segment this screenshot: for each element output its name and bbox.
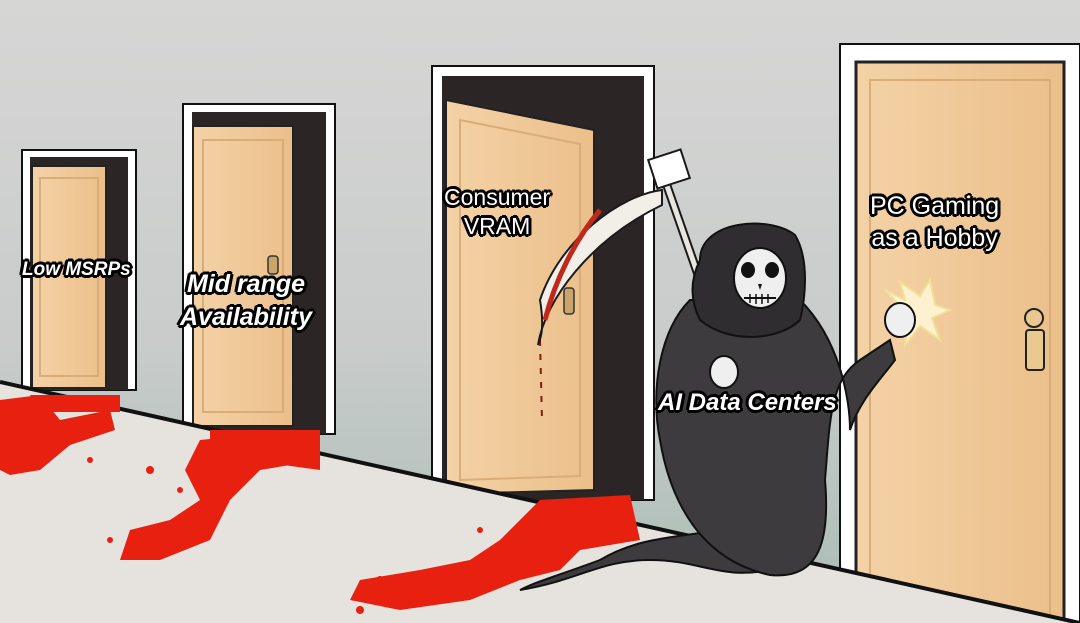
label-pc-gaming-as-a-hobby: PC Gaming as a Hobby <box>870 190 999 254</box>
door-pc-gaming <box>839 43 1080 623</box>
label-line: Consumer <box>444 184 551 210</box>
label-ai-data-centers: AI Data Centers <box>658 389 837 416</box>
grim-reaper <box>519 222 916 591</box>
label-line: Mid range <box>186 270 306 298</box>
label-low-msrps: Low MSRPs <box>22 259 131 280</box>
label-mid-range-availability: Mid range Availability <box>180 268 312 333</box>
label-line: as a Hobby <box>871 224 998 252</box>
label-consumer-vram: Consumer VRAM <box>444 183 550 241</box>
door-mid-range <box>182 103 336 435</box>
label-line: Availability <box>180 302 312 331</box>
door-consumer-vram <box>431 65 655 501</box>
label-line: PC Gaming <box>870 192 1000 220</box>
blood-pools <box>0 395 640 614</box>
door-low-msrps <box>21 149 137 391</box>
label-line: VRAM <box>463 212 531 239</box>
